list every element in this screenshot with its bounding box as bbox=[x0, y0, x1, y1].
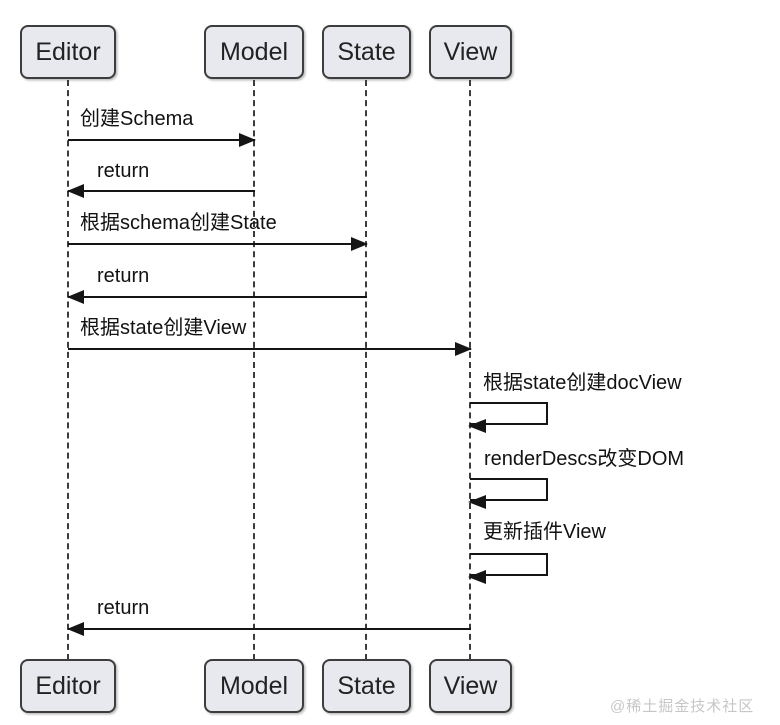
arrowhead-left-icon bbox=[67, 290, 84, 304]
message-arrow-return bbox=[67, 290, 367, 304]
arrowhead-right-icon bbox=[351, 237, 368, 251]
actor-label: Editor bbox=[35, 671, 101, 700]
actor-box-state-top: State bbox=[322, 25, 411, 79]
self-message-loop bbox=[468, 402, 548, 433]
message-label: 根据state创建View bbox=[80, 317, 247, 339]
actor-label: Editor bbox=[35, 37, 101, 66]
arrowhead-left-icon bbox=[67, 622, 84, 636]
message-label: 创建Schema bbox=[80, 108, 194, 130]
arrowhead-left-icon bbox=[468, 419, 486, 433]
lifeline-model bbox=[253, 80, 255, 660]
lifeline-state bbox=[365, 80, 367, 660]
message-label: 根据schema创建State bbox=[80, 212, 277, 234]
message-arrow-return bbox=[67, 184, 255, 198]
message-arrow-call bbox=[68, 133, 256, 147]
actor-box-editor-bottom: Editor bbox=[20, 659, 116, 713]
self-message-loop bbox=[468, 478, 548, 509]
actor-box-state-bottom: State bbox=[322, 659, 411, 713]
actor-box-view-top: View bbox=[429, 25, 512, 79]
actor-label: View bbox=[443, 37, 498, 66]
message-arrow-call bbox=[68, 342, 472, 356]
lifeline-editor bbox=[67, 80, 69, 660]
message-arrow-return bbox=[67, 622, 471, 636]
watermark: @稀土掘金技术社区 bbox=[610, 698, 755, 715]
arrowhead-right-icon bbox=[239, 133, 256, 147]
message-label: return bbox=[97, 597, 150, 619]
lifeline-view bbox=[469, 80, 471, 660]
arrowhead-left-icon bbox=[468, 495, 486, 509]
message-label: renderDescs改变DOM bbox=[484, 448, 685, 470]
message-label: 更新插件View bbox=[483, 521, 606, 543]
actor-label: Model bbox=[219, 37, 289, 66]
arrowhead-left-icon bbox=[67, 184, 84, 198]
message-arrow-call bbox=[68, 237, 368, 251]
actor-box-view-bottom: View bbox=[429, 659, 512, 713]
arrowhead-left-icon bbox=[468, 570, 486, 584]
actor-label: View bbox=[443, 671, 498, 700]
actor-label: Model bbox=[219, 671, 289, 700]
actor-box-model-top: Model bbox=[204, 25, 304, 79]
actor-label: State bbox=[337, 37, 396, 66]
actor-box-editor-top: Editor bbox=[20, 25, 116, 79]
self-message-loop bbox=[468, 553, 548, 584]
message-label: return bbox=[97, 160, 150, 182]
actor-box-model-bottom: Model bbox=[204, 659, 304, 713]
actor-label: State bbox=[337, 671, 396, 700]
arrowhead-right-icon bbox=[455, 342, 472, 356]
message-label: return bbox=[97, 265, 150, 287]
message-label: 根据state创建docView bbox=[483, 372, 682, 394]
